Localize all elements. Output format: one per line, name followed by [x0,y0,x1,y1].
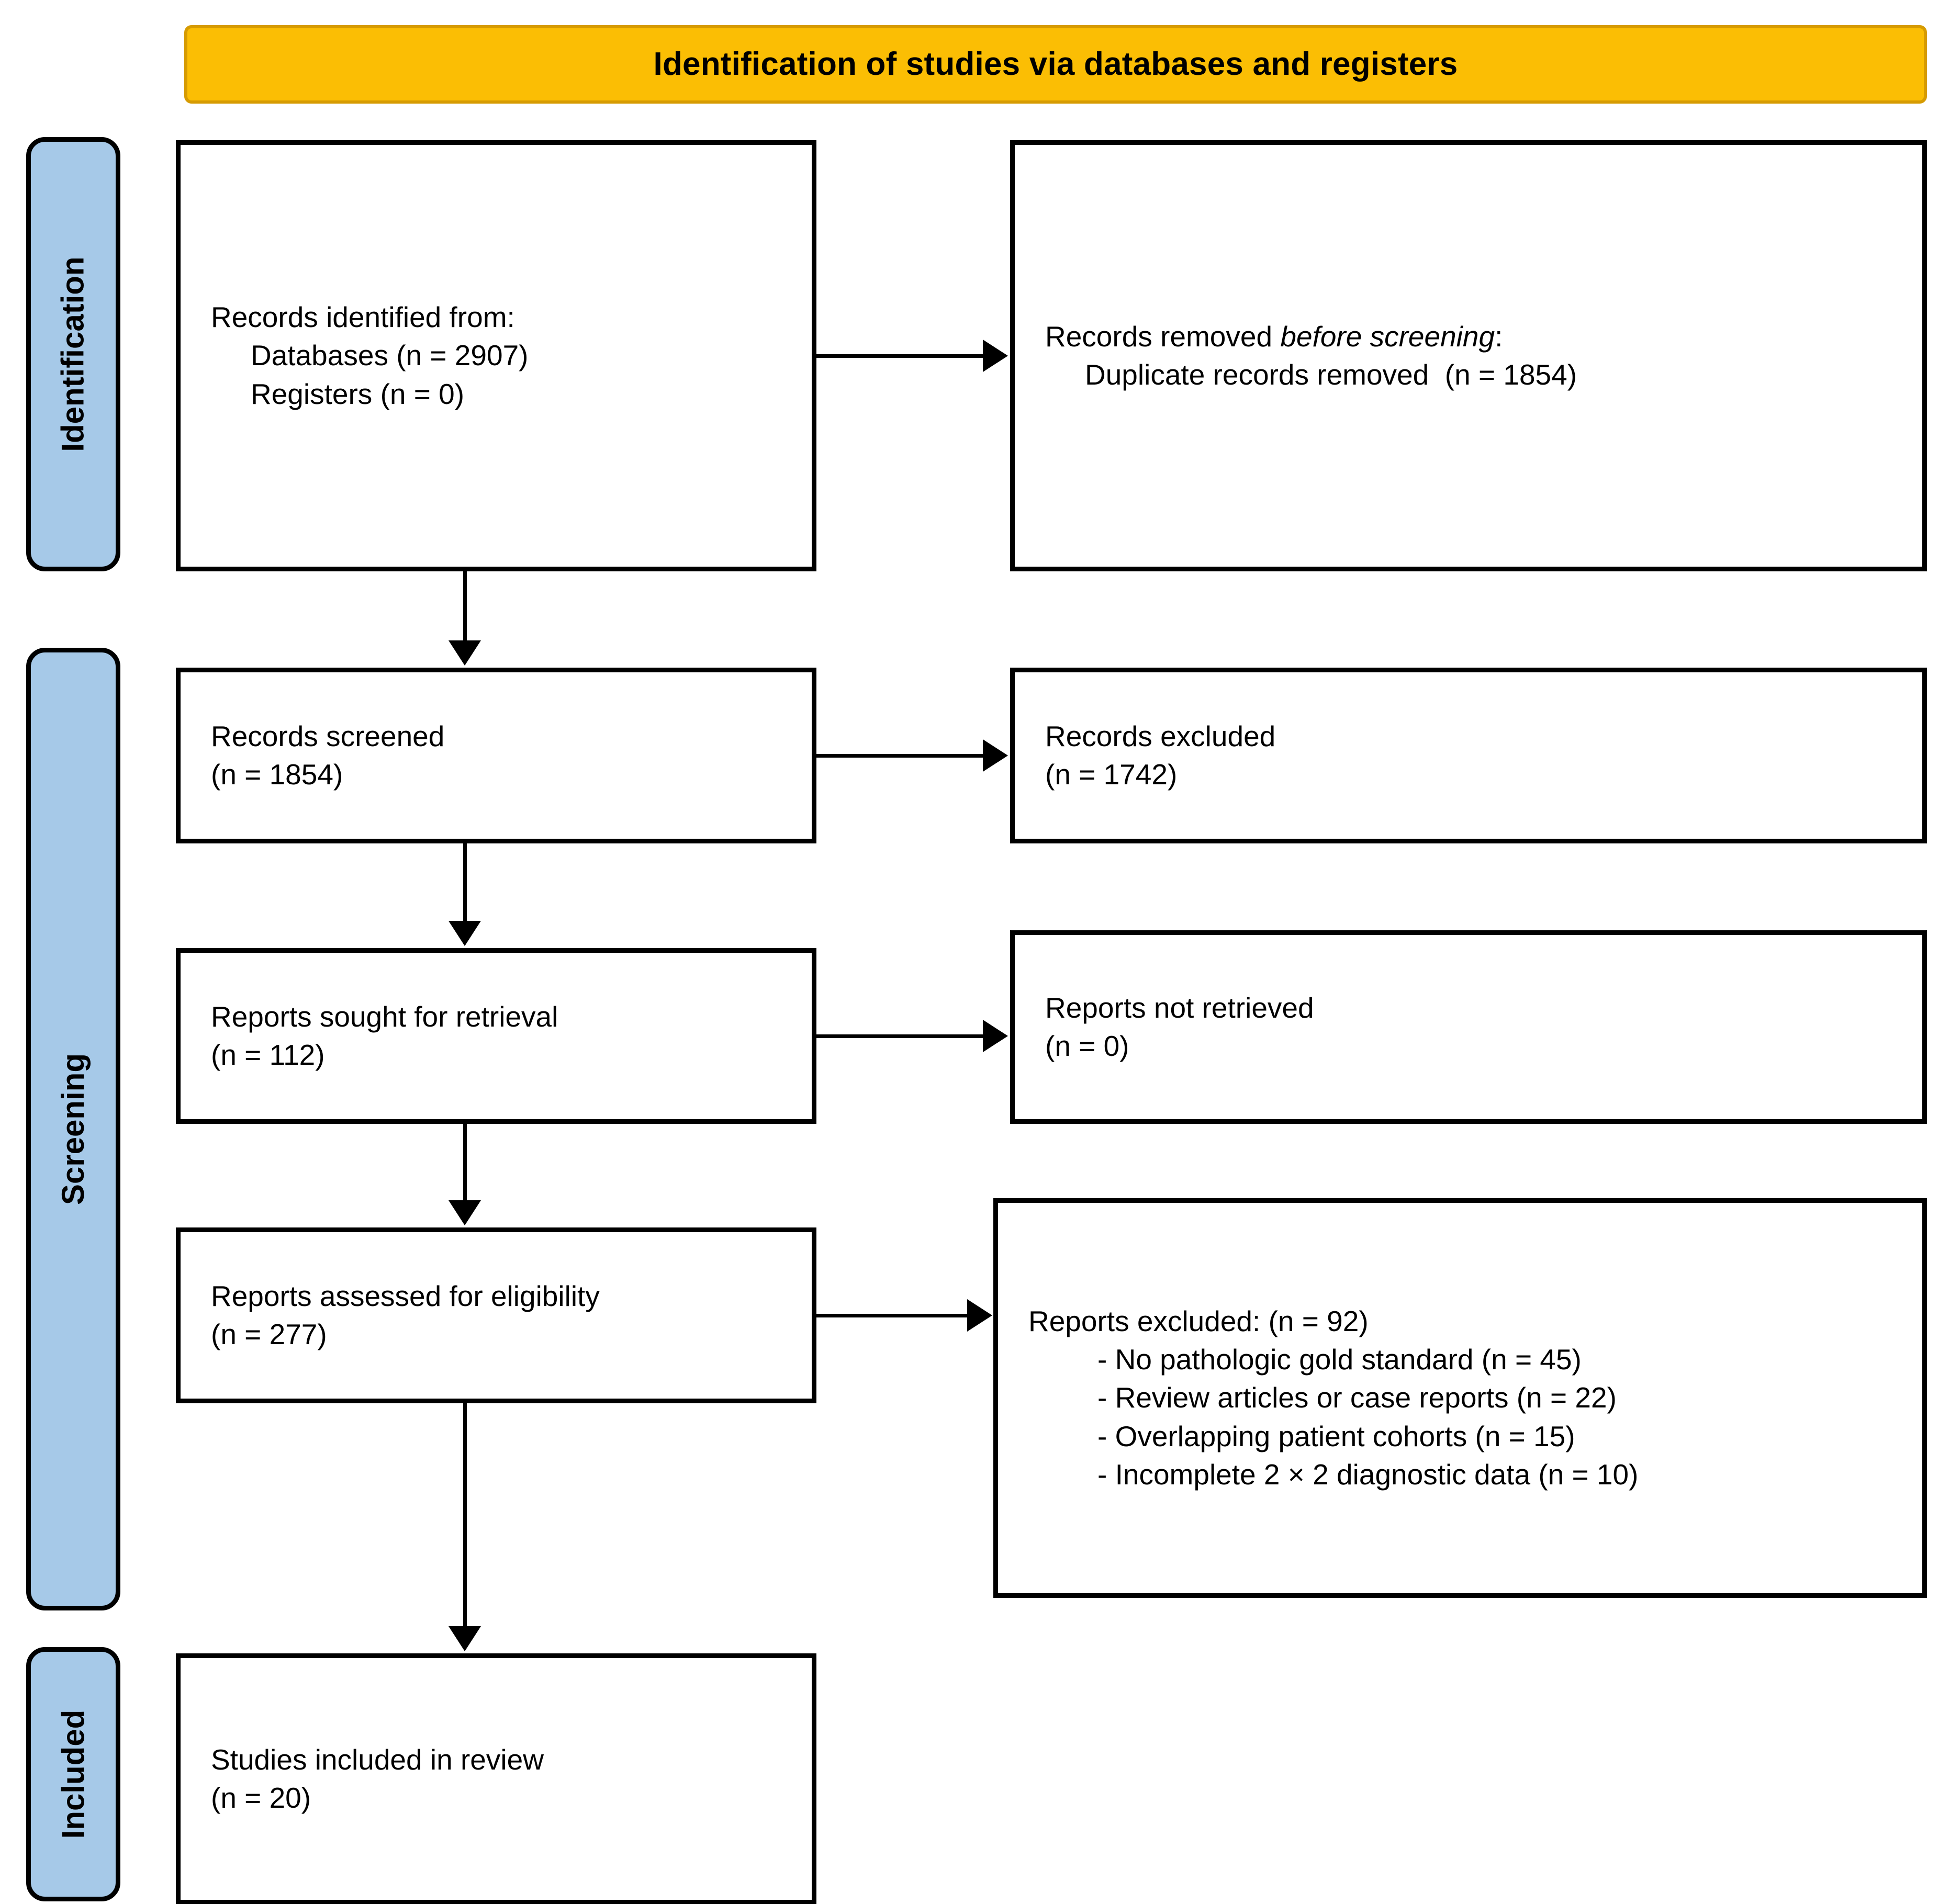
connector-screened-to-sought [463,843,467,923]
box-studies-included-body: Studies included in review (n = 20) [181,1741,812,1817]
stage-label-included-text: Included [55,1709,91,1839]
records-removed-title-suffix: : [1495,320,1503,353]
box-records-screened: Records screened (n = 1854) [176,668,816,843]
connector-screened-to-excluded [816,754,985,758]
box-reports-assessed-body: Reports assessed for eligibility (n = 27… [181,1277,812,1354]
reports-sought-count: (n = 112) [211,1039,325,1071]
records-identified-item-databases: Databases (n = 2907) [251,339,529,372]
box-records-excluded-body: Records excluded (n = 1742) [1015,717,1922,794]
box-records-identified: Records identified from: Databases (n = … [176,140,816,571]
records-screened-count: (n = 1854) [211,758,343,791]
reports-sought-title: Reports sought for retrieval [211,1000,558,1033]
records-excluded-count: (n = 1742) [1045,758,1178,791]
arrowhead-identified-to-removed [983,340,1008,372]
reports-assessed-count: (n = 277) [211,1318,327,1350]
connector-identified-to-removed [816,354,985,358]
records-removed-title: Records removed before screening: [1045,318,1909,356]
stage-label-identification: Identification [26,137,120,571]
reports-not-retrieved-title: Reports not retrieved [1045,991,1314,1024]
records-removed-item-duplicates: Duplicate records removed (n = 1854) [1085,358,1577,391]
reports-assessed-title: Reports assessed for eligibility [211,1279,600,1312]
studies-included-title: Studies included in review [211,1743,544,1776]
connector-sought-to-assessed [463,1124,467,1202]
stage-label-identification-text: Identification [55,256,91,452]
records-excluded-title: Records excluded [1045,719,1276,752]
box-reports-sought-body: Reports sought for retrieval (n = 112) [181,998,812,1074]
box-records-removed-body: Records removed before screening: Duplic… [1015,318,1922,394]
reports-excluded-item-0: - No pathologic gold standard (n = 45) [1097,1343,1582,1376]
stage-label-screening-text: Screening [55,1053,91,1206]
diagram-header-title: Identification of studies via databases … [653,46,1458,82]
arrowhead-sought-to-assessed [449,1200,481,1225]
reports-excluded-item-1: - Review articles or case reports (n = 2… [1097,1381,1617,1414]
records-screened-title: Records screened [211,719,445,752]
box-reports-excluded-body: Reports excluded: (n = 92) - No patholog… [998,1302,1922,1494]
records-identified-item-registers: Registers (n = 0) [251,377,465,410]
box-reports-assessed: Reports assessed for eligibility (n = 27… [176,1227,816,1403]
box-records-removed: Records removed before screening: Duplic… [1010,140,1927,571]
connector-sought-to-not-retrieved [816,1034,985,1038]
box-records-excluded: Records excluded (n = 1742) [1010,668,1927,843]
box-reports-not-retrieved-body: Reports not retrieved (n = 0) [1015,989,1922,1065]
box-records-screened-body: Records screened (n = 1854) [181,717,812,794]
diagram-header-banner: Identification of studies via databases … [184,25,1927,104]
records-removed-title-prefix: Records removed [1045,320,1281,353]
arrowhead-screened-to-sought [449,921,481,946]
box-reports-sought: Reports sought for retrieval (n = 112) [176,948,816,1124]
arrowhead-identified-to-screened [449,640,481,666]
stage-label-included: Included [26,1647,120,1901]
arrowhead-sought-to-not-retrieved [983,1020,1008,1052]
arrowhead-assessed-to-included [449,1626,481,1651]
studies-included-count: (n = 20) [211,1782,311,1814]
reports-not-retrieved-count: (n = 0) [1045,1030,1129,1062]
box-reports-excluded: Reports excluded: (n = 92) - No patholog… [993,1198,1927,1598]
arrowhead-screened-to-excluded [983,739,1008,772]
reports-excluded-title: Reports excluded: (n = 92) [1028,1305,1369,1338]
stage-label-screening: Screening [26,648,120,1610]
connector-assessed-to-included [463,1403,467,1628]
reports-excluded-item-2: - Overlapping patient cohorts (n = 15) [1097,1419,1575,1452]
reports-excluded-item-3: - Incomplete 2 × 2 diagnostic data (n = … [1097,1458,1639,1491]
box-records-identified-body: Records identified from: Databases (n = … [181,298,812,413]
box-studies-included: Studies included in review (n = 20) [176,1653,816,1904]
arrowhead-assessed-to-reports-excluded [967,1299,992,1332]
box-reports-not-retrieved: Reports not retrieved (n = 0) [1010,930,1927,1124]
records-identified-title: Records identified from: [211,301,515,334]
records-removed-title-italic: before screening [1280,320,1495,353]
connector-identified-to-screened [463,571,467,643]
connector-assessed-to-reports-excluded [816,1314,969,1317]
